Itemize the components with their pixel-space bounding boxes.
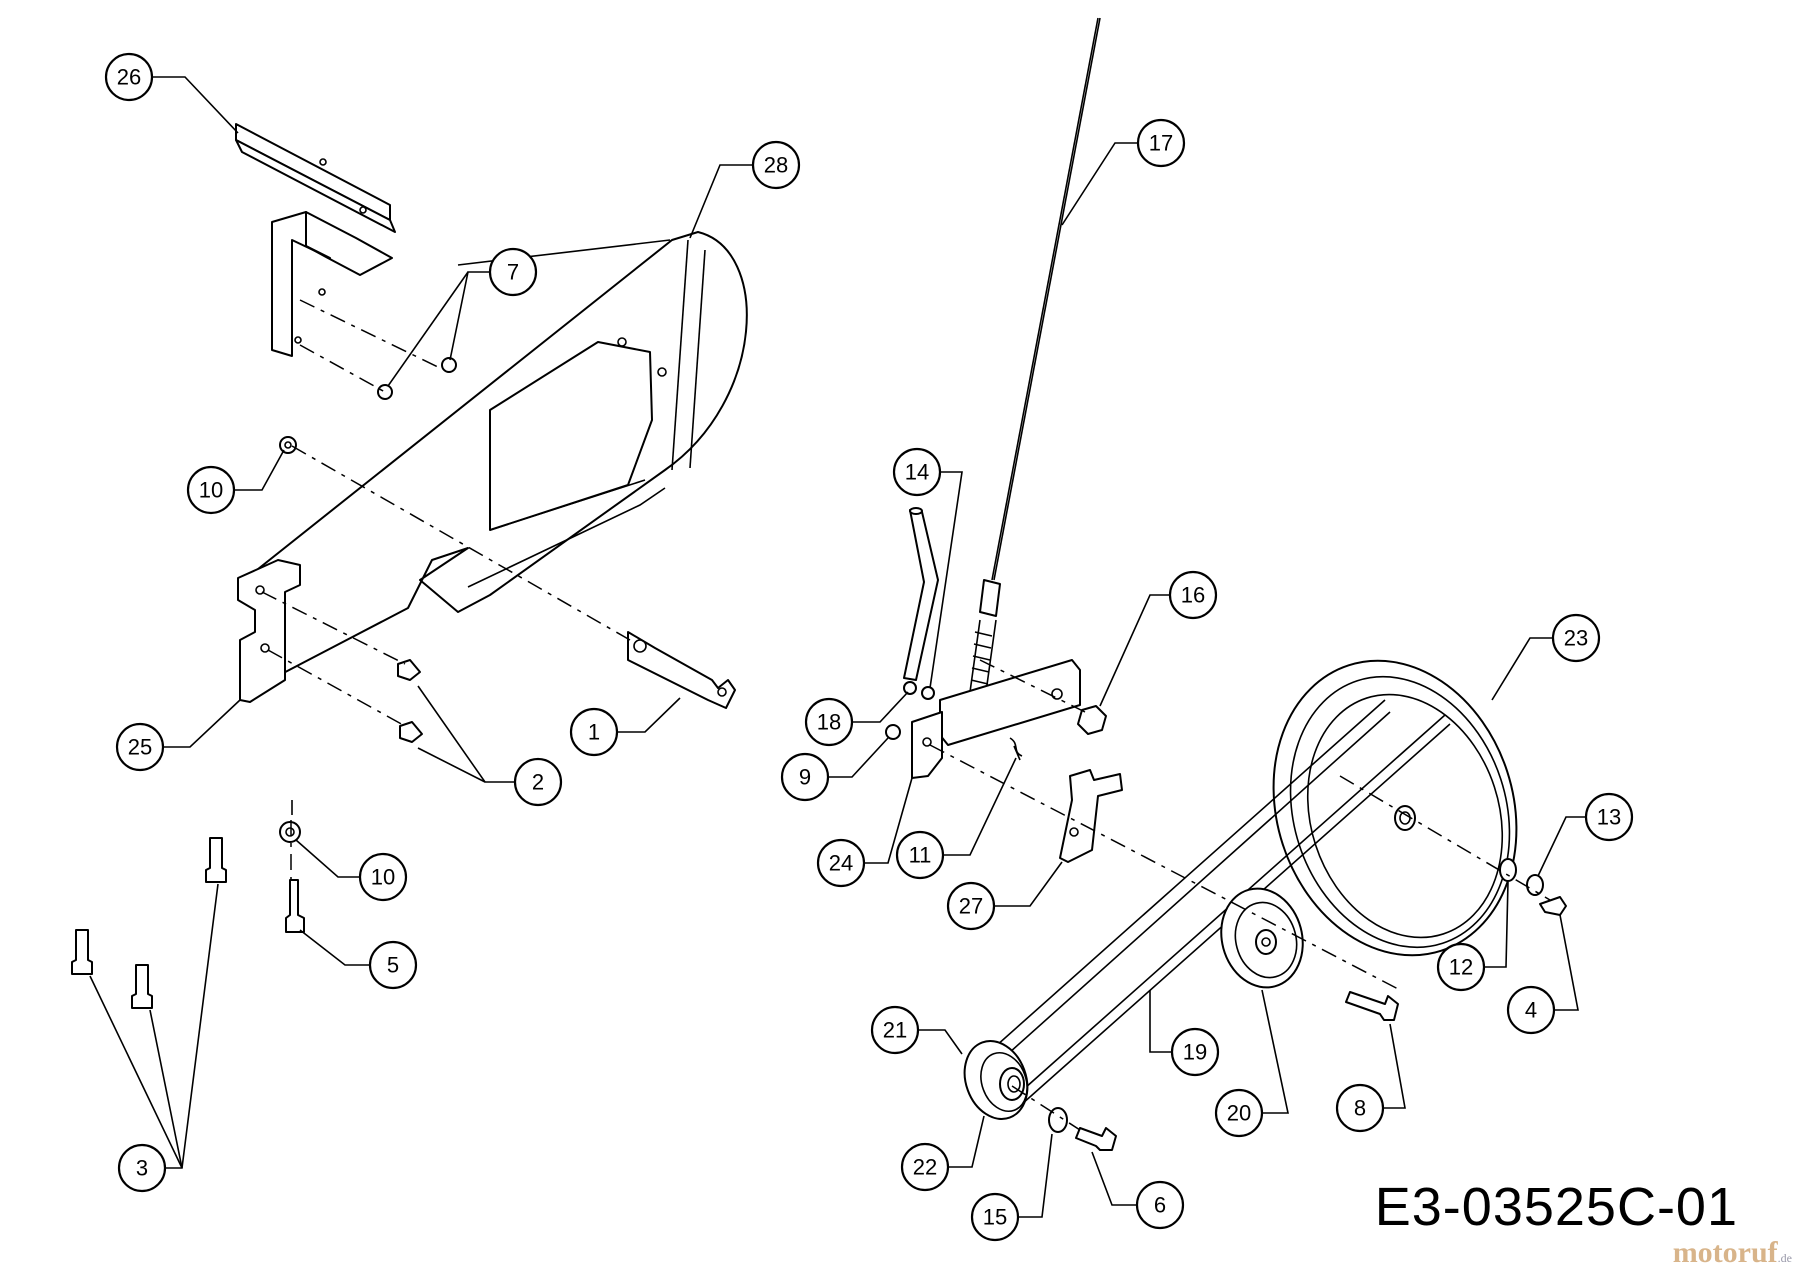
part-14-lever bbox=[903, 507, 939, 681]
svg-text:2: 2 bbox=[532, 770, 544, 795]
part-24-idler-arm bbox=[911, 659, 1081, 779]
callout-10-lower: 10 bbox=[358, 852, 408, 902]
svg-text:8: 8 bbox=[1354, 1096, 1366, 1121]
callout-21: 21 bbox=[870, 1005, 920, 1055]
part-11-spring bbox=[1009, 737, 1023, 761]
callout-13: 13 bbox=[1584, 792, 1634, 842]
part-12-washer bbox=[1499, 858, 1517, 882]
part-27-bracket bbox=[1059, 769, 1123, 863]
svg-text:24: 24 bbox=[829, 851, 853, 876]
svg-text:3: 3 bbox=[136, 1156, 148, 1181]
svg-text:19: 19 bbox=[1183, 1040, 1207, 1065]
callout-22: 22 bbox=[900, 1142, 950, 1192]
svg-text:18: 18 bbox=[817, 710, 841, 735]
callout-8: 8 bbox=[1335, 1083, 1385, 1133]
svg-text:5: 5 bbox=[387, 953, 399, 978]
part-17-cable bbox=[961, 17, 1101, 709]
svg-text:6: 6 bbox=[1154, 1193, 1166, 1218]
watermark-suffix: .de bbox=[1777, 1251, 1792, 1265]
callout-18: 18 bbox=[804, 697, 854, 747]
part-20-idler-pulley bbox=[1220, 887, 1304, 989]
leader-lines bbox=[89, 76, 1586, 1218]
callout-24: 24 bbox=[816, 838, 866, 888]
svg-text:7: 7 bbox=[507, 260, 519, 285]
callout-26: 26 bbox=[104, 52, 154, 102]
part-13-washer bbox=[1526, 874, 1544, 896]
svg-text:22: 22 bbox=[913, 1155, 937, 1180]
callout-23: 23 bbox=[1551, 613, 1601, 663]
callout-15: 15 bbox=[970, 1192, 1020, 1242]
callout-1: 1 bbox=[569, 707, 619, 757]
part-10-nut-upper bbox=[279, 436, 297, 454]
svg-text:28: 28 bbox=[764, 153, 788, 178]
svg-text:14: 14 bbox=[905, 460, 929, 485]
svg-text:13: 13 bbox=[1597, 805, 1621, 830]
callout-17: 17 bbox=[1136, 118, 1186, 168]
callout-25: 25 bbox=[115, 722, 165, 772]
callout-3: 3 bbox=[117, 1143, 167, 1193]
part-1-bracket bbox=[627, 631, 736, 709]
callout-6: 6 bbox=[1135, 1180, 1185, 1230]
svg-text:12: 12 bbox=[1449, 955, 1473, 980]
part-25-side-bracket bbox=[237, 559, 301, 703]
part-4-bolt bbox=[1539, 896, 1567, 916]
watermark-text: motoruf bbox=[1672, 1236, 1778, 1269]
svg-text:10: 10 bbox=[371, 865, 395, 890]
watermark-logo: motoruf.de bbox=[1673, 1236, 1792, 1270]
svg-text:11: 11 bbox=[909, 843, 932, 868]
callout-4: 4 bbox=[1506, 985, 1556, 1035]
drawing-number: E3-03525C-01 bbox=[1374, 1177, 1738, 1237]
callout-9: 9 bbox=[780, 752, 830, 802]
svg-text:16: 16 bbox=[1181, 583, 1205, 608]
svg-text:10: 10 bbox=[199, 478, 223, 503]
part-18-clip bbox=[903, 681, 935, 700]
part-5-pin bbox=[285, 879, 305, 933]
part-16-nut bbox=[1077, 705, 1107, 735]
part-3-bolts bbox=[71, 837, 227, 1009]
part-7-screws bbox=[377, 357, 457, 400]
svg-text:21: 21 bbox=[883, 1018, 907, 1043]
svg-text:1: 1 bbox=[588, 720, 600, 745]
part-6-bolt bbox=[1075, 1127, 1117, 1151]
callout-2: 2 bbox=[513, 757, 563, 807]
svg-text:17: 17 bbox=[1149, 131, 1173, 156]
svg-text:20: 20 bbox=[1227, 1101, 1251, 1126]
part-2-bolts bbox=[397, 659, 423, 743]
svg-text:25: 25 bbox=[128, 735, 152, 760]
callout-16: 16 bbox=[1168, 570, 1218, 620]
callout-7: 7 bbox=[488, 247, 538, 297]
svg-text:27: 27 bbox=[959, 894, 983, 919]
callout-19: 19 bbox=[1170, 1027, 1220, 1077]
part-26-upper-bracket bbox=[235, 123, 396, 357]
svg-text:26: 26 bbox=[117, 65, 141, 90]
callout-11: 11 bbox=[895, 830, 945, 880]
assembly-axes bbox=[261, 299, 1551, 1131]
svg-text:4: 4 bbox=[1525, 998, 1537, 1023]
part-21-22-drive-pulley bbox=[963, 1040, 1029, 1120]
svg-text:23: 23 bbox=[1564, 626, 1588, 651]
part-10-nut-lower bbox=[279, 821, 301, 843]
svg-text:9: 9 bbox=[799, 765, 811, 790]
callout-27: 27 bbox=[946, 881, 996, 931]
part-28-belt-guard bbox=[247, 231, 748, 681]
callout-28: 28 bbox=[751, 140, 801, 190]
svg-text:15: 15 bbox=[983, 1205, 1007, 1230]
part-9-nut bbox=[885, 724, 901, 740]
part-8-bolt bbox=[1345, 991, 1399, 1021]
callout-12: 12 bbox=[1436, 942, 1486, 992]
part-15-washer bbox=[1048, 1107, 1068, 1133]
callout-14: 14 bbox=[892, 447, 942, 497]
callout-10-upper: 10 bbox=[186, 465, 236, 515]
callout-20: 20 bbox=[1214, 1088, 1264, 1138]
callout-5: 5 bbox=[368, 940, 418, 990]
